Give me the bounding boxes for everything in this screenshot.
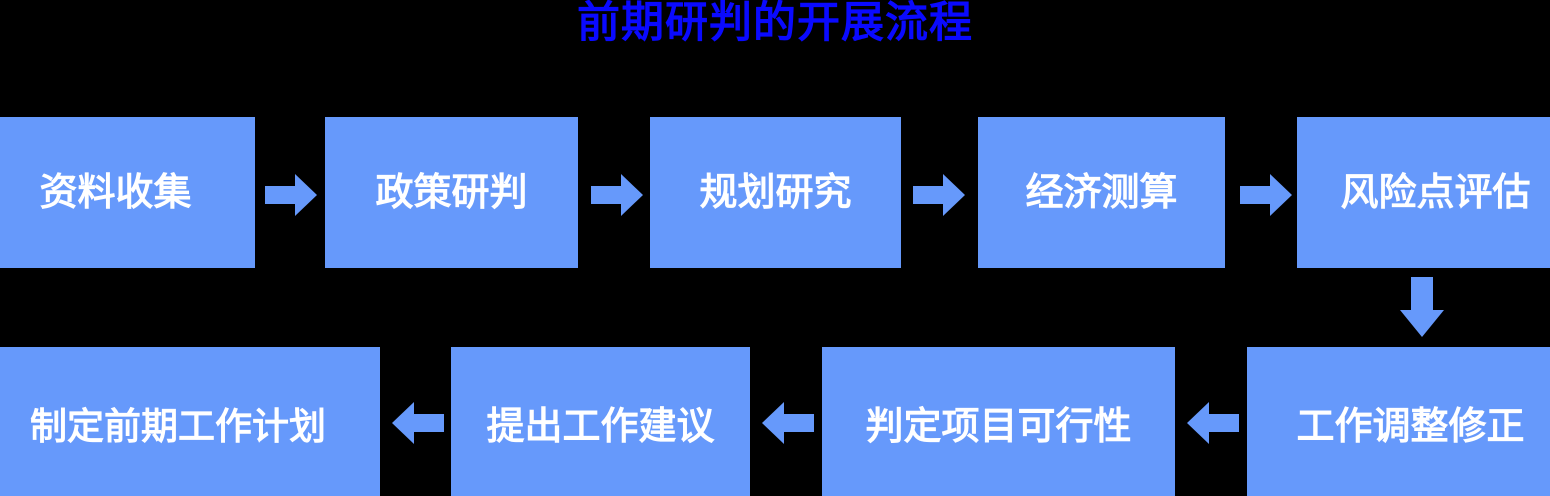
arrow-left-2-icon (762, 402, 814, 444)
flow-node-label: 提出工作建议 (486, 404, 715, 449)
flow-node-label: 政策研判 (375, 169, 528, 214)
flow-node-8[interactable]: 提出工作建议 (451, 347, 750, 496)
arrow-right-1-icon (265, 174, 317, 216)
flow-node-label: 规划研究 (699, 169, 852, 214)
flow-node-6[interactable]: 工作调整修正 (1247, 347, 1550, 496)
flow-node-label: 制定前期工作计划 (30, 404, 326, 448)
arrow-right-3-icon (913, 174, 965, 216)
flow-node-label: 风险点评估 (1340, 169, 1531, 214)
flow-node-5[interactable]: 风险点评估 (1297, 117, 1550, 268)
flow-node-label: 判定项目可行性 (865, 404, 1132, 449)
flow-node-4[interactable]: 经济测算 (978, 117, 1225, 268)
flow-node-2[interactable]: 政策研判 (325, 117, 578, 268)
flow-node-label: 工作调整修正 (1296, 404, 1525, 449)
arrow-left-3-icon (392, 402, 444, 444)
arrow-right-2-icon (591, 174, 643, 216)
flow-node-label: 资料收集 (39, 169, 192, 214)
arrow-left-1-icon (1187, 402, 1239, 444)
flow-node-1[interactable]: 资料收集 (0, 117, 255, 268)
page-title: 前期研判的开展流程 (577, 0, 973, 48)
arrow-right-4-icon (1240, 174, 1292, 216)
flow-node-3[interactable]: 规划研究 (650, 117, 901, 268)
flow-node-label: 经济测算 (1025, 169, 1178, 214)
flow-node-9[interactable]: 制定前期工作计划 (0, 347, 380, 496)
flow-node-7[interactable]: 判定项目可行性 (822, 347, 1175, 496)
arrow-down-1-icon (1400, 277, 1444, 337)
